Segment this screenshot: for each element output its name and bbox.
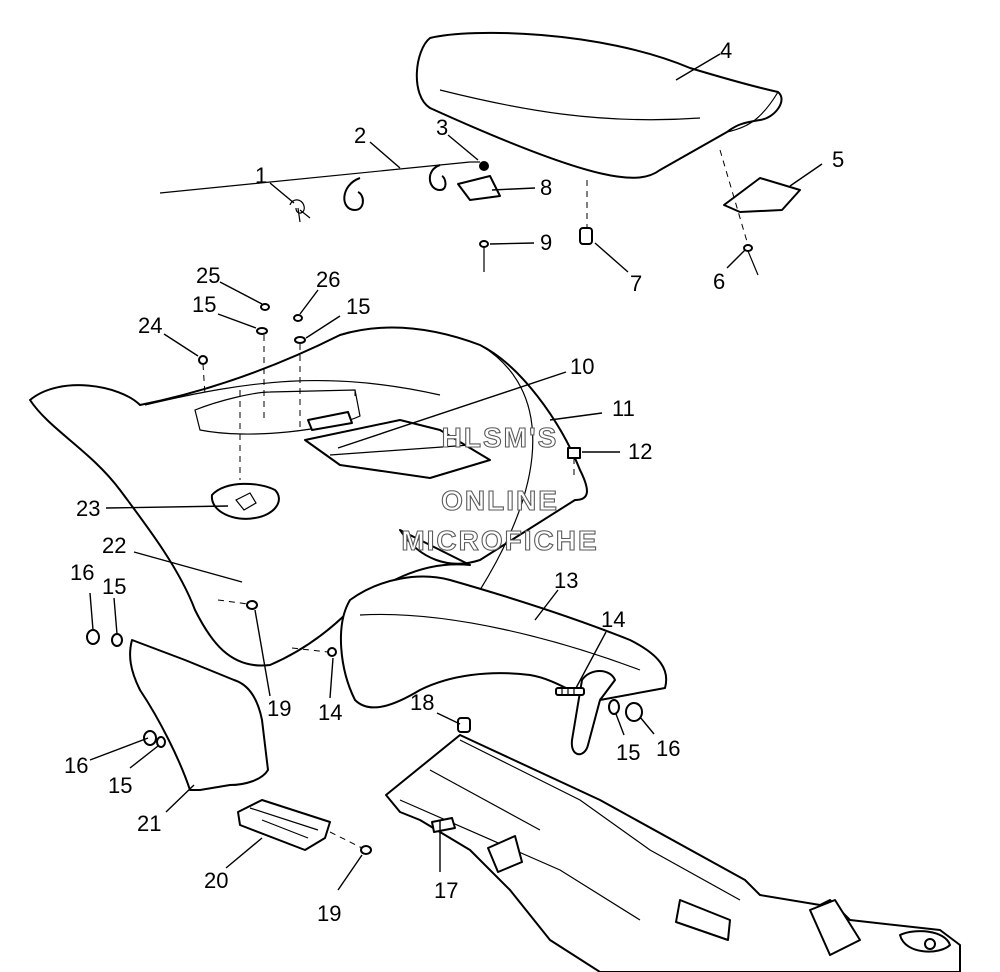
callout-3: 3	[436, 115, 448, 140]
side-panel-part	[340, 575, 668, 709]
watermark: HLSM'S ONLINE MICROFICHE	[401, 421, 598, 556]
clip-12-part	[567, 447, 581, 478]
frame-part	[385, 734, 961, 972]
callout-8: 8	[540, 175, 552, 200]
callouts: 1 2 3 4 5 6 7 8 9 10 11 12 13 14 15 16 1…	[64, 38, 844, 926]
callout-4: 4	[720, 38, 732, 63]
callout-19-lower: 19	[317, 901, 341, 926]
callout-22: 22	[102, 533, 126, 558]
callout-12: 12	[628, 439, 652, 464]
callout-11: 11	[612, 396, 635, 421]
callout-23: 23	[76, 496, 100, 521]
callout-13: 13	[554, 568, 578, 593]
callout-15-left-upper: 15	[102, 574, 126, 599]
callout-15-top-right: 15	[346, 294, 370, 319]
callout-17: 17	[434, 878, 458, 903]
screw-14-left-part	[291, 647, 337, 657]
grommet-part	[579, 180, 593, 245]
callout-16-right: 16	[656, 736, 680, 761]
mud-flap-part	[129, 639, 269, 791]
watermark-line-1: HLSM'S	[442, 422, 559, 453]
seat-latch-rod-part	[159, 161, 489, 211]
callout-1: 1	[255, 163, 267, 188]
leader-lines	[89, 53, 823, 891]
callout-16-left-upper: 16	[70, 560, 94, 585]
watermark-line-2: ONLINE	[441, 485, 559, 516]
callout-26: 26	[316, 267, 340, 292]
callout-2: 2	[354, 123, 366, 148]
fender-fasteners-part	[198, 303, 306, 430]
washer-nut-left-lower-part	[143, 730, 166, 748]
latch-plate-part	[457, 175, 501, 201]
callout-9: 9	[540, 230, 552, 255]
screw-19-lower-part	[329, 831, 372, 855]
callout-10: 10	[570, 354, 594, 379]
fender-emblem-part	[210, 482, 280, 520]
washer-nut-right-part	[608, 699, 643, 722]
callout-20: 20	[204, 868, 228, 893]
seat-bracket-part	[723, 177, 801, 213]
latch-spring-part	[289, 199, 311, 223]
callout-14-right: 14	[601, 607, 625, 632]
grommet-18-part	[457, 717, 471, 733]
callout-15-right: 15	[616, 740, 640, 765]
callout-7: 7	[630, 271, 642, 296]
callout-5: 5	[832, 147, 844, 172]
callout-18: 18	[410, 690, 434, 715]
foot-guard-part	[237, 799, 331, 851]
callout-25: 25	[196, 263, 220, 288]
callout-15-left-lower: 15	[108, 773, 132, 798]
screw-19-upper-part	[217, 599, 258, 610]
callout-6: 6	[713, 269, 725, 294]
bolt-14-part	[555, 687, 585, 696]
washer-nut-left-upper-part	[86, 629, 123, 647]
seat-part	[415, 31, 783, 179]
callout-24: 24	[138, 313, 162, 338]
callout-19-upper: 19	[267, 696, 291, 721]
callout-16-left-lower: 16	[64, 753, 88, 778]
screw-6-part	[719, 149, 759, 276]
callout-14-left: 14	[318, 700, 342, 725]
watermark-line-3: MICROFICHE	[401, 525, 598, 556]
callout-15-top-left: 15	[192, 292, 216, 317]
screw-9-part	[479, 240, 489, 272]
callout-21: 21	[137, 811, 161, 836]
